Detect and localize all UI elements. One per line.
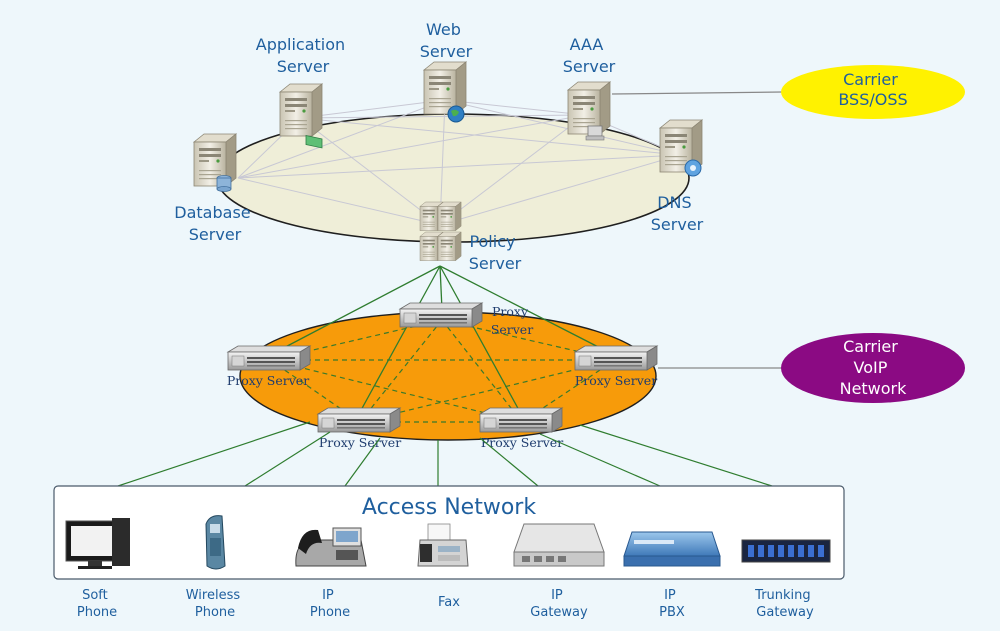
- proxy-server-top-label: Proxy Server: [491, 304, 533, 337]
- aaa-server-label: AAA Server: [563, 35, 616, 76]
- proxy-server-bottom-right: [479, 407, 563, 433]
- carrier-bss-oss-label: Carrier BSS/OSS: [838, 70, 907, 109]
- fax-label: Fax: [438, 595, 460, 610]
- soft-phone-label: Soft Phone: [77, 588, 117, 620]
- application-server-label: Application Server: [256, 35, 351, 76]
- ip-pbx-label: IP PBX: [659, 588, 685, 620]
- proxy-server-bottom-right-label: Proxy Server: [481, 435, 563, 450]
- database-server: [193, 133, 237, 192]
- fax-icon: [417, 523, 469, 567]
- proxy-server-right: [574, 345, 658, 371]
- dns-server: [659, 119, 703, 177]
- proxy-server-top: [399, 302, 483, 328]
- ip-phone: [295, 527, 367, 567]
- web-server: [423, 61, 467, 123]
- carrier-voip-network: Carrier VoIP Network: [781, 333, 965, 403]
- ip-gateway-label: IP Gateway: [530, 588, 588, 620]
- ip-phone-label: IP Phone: [310, 588, 350, 620]
- ip-gateway: [513, 523, 605, 567]
- trunking-gateway: [741, 539, 831, 563]
- ip-phone-icon: [295, 527, 367, 567]
- computer-icon: [65, 518, 130, 569]
- soft-phone: [65, 518, 130, 569]
- carrier-voip-network-label: Carrier VoIP Network: [840, 337, 908, 398]
- trunking-gateway-icon: [741, 539, 831, 563]
- proxy-server-left-label: Proxy Server: [227, 373, 309, 388]
- policy-server-label: Policy Server: [469, 232, 522, 273]
- wireless-phone-label: Wireless Phone: [186, 588, 245, 620]
- trunking-gateway-label: Trunking Gateway: [754, 588, 815, 620]
- bss-connector: [611, 91, 783, 95]
- terminal-icon: [587, 125, 603, 137]
- pbx-icon: [623, 531, 721, 567]
- fax: [417, 523, 469, 567]
- ip-pbx: [623, 531, 721, 567]
- database-server-label: Database Server: [174, 203, 255, 244]
- dns-server-label: DNS Server: [651, 193, 704, 234]
- policy-to-proxy-lines: [271, 265, 613, 413]
- web-server-label: Web Server: [420, 20, 473, 61]
- wireless-phone-icon: [205, 515, 226, 570]
- proxy-server-bottom-left: [317, 407, 401, 433]
- application-badge-icon: [305, 135, 323, 149]
- access-links: [117, 421, 773, 487]
- proxy-server-right-label: Proxy Server: [575, 373, 657, 388]
- carrier-bss-oss: Carrier BSS/OSS: [781, 65, 965, 119]
- aaa-server: [567, 81, 611, 141]
- wireless-phone: [205, 515, 226, 570]
- core-mesh-lines: [237, 99, 681, 226]
- proxy-server-left: [227, 345, 311, 371]
- gateway-icon: [513, 523, 605, 567]
- proxy-server-bottom-left-label: Proxy Server: [319, 435, 401, 450]
- access-network-title: Access Network: [362, 495, 536, 520]
- application-server: [279, 83, 323, 149]
